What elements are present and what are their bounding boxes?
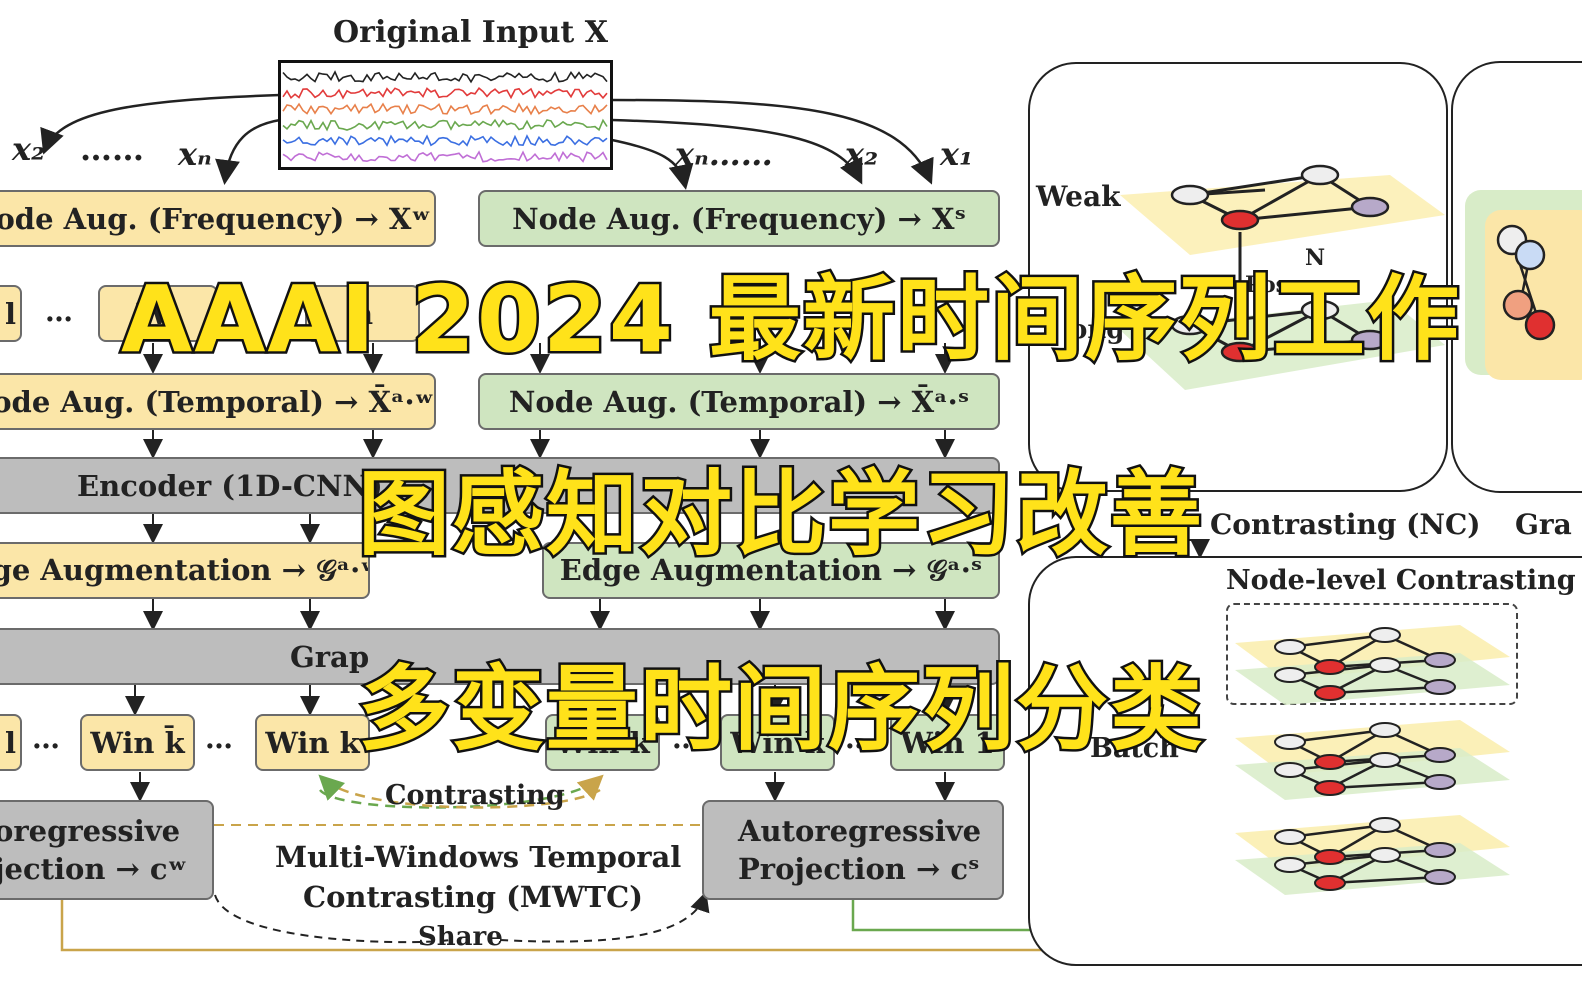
signal-plot — [282, 70, 608, 163]
batch-label: Batch — [1090, 733, 1179, 764]
mwtc-line1: Multi-Windows Temporal — [275, 840, 682, 874]
nl-edge — [1329, 875, 1441, 885]
input-title: Original Input X — [333, 15, 609, 50]
signal-line — [282, 118, 608, 132]
left-win2-c: Win k — [255, 714, 370, 771]
label-xN-left: xₙ — [178, 135, 212, 173]
nl-node — [1274, 639, 1306, 655]
nl-node — [1424, 747, 1456, 763]
nl-edge — [1289, 728, 1386, 744]
nl-node — [1314, 849, 1346, 865]
nl-edge — [1329, 780, 1441, 790]
right-win2-a: Win k — [545, 714, 660, 771]
nl-node — [1314, 659, 1346, 675]
gr-caption: Gra — [1515, 508, 1572, 541]
nl-node — [1369, 657, 1401, 673]
nl-node — [1424, 679, 1456, 695]
signal-line — [282, 134, 608, 148]
nl-node — [1274, 857, 1306, 873]
nl-node — [1274, 667, 1306, 683]
nl-node — [1424, 774, 1456, 790]
right-win2-dots1: … — [672, 722, 700, 755]
right-win2-dots2: … — [845, 722, 873, 755]
nc-caption: Contrasting (NC) — [1210, 508, 1481, 541]
nc-panel — [1028, 62, 1448, 492]
nl-edge — [1289, 823, 1386, 839]
left-win2-dots2: … — [205, 722, 233, 755]
nl-node — [1369, 722, 1401, 738]
nl-node — [1314, 685, 1346, 701]
left-projection-box: oregressive jection → cʷ — [0, 800, 214, 900]
left-proj-line1: oregressive — [0, 814, 181, 848]
input-signal-box — [278, 60, 613, 170]
nc-pos-label: Pos — [1245, 272, 1289, 298]
signal-line — [282, 70, 608, 84]
nl-node — [1314, 754, 1346, 770]
left-win2-b: Win k̄ — [80, 714, 195, 771]
nl-edge — [1289, 633, 1386, 649]
label-x2-right: x₂ — [845, 135, 879, 173]
graph-box: Grap — [0, 628, 1000, 685]
left-win-a: l — [0, 285, 22, 342]
right-win2-b: Win k — [720, 714, 835, 771]
nl-node — [1369, 817, 1401, 833]
label-x2-left: x₂ — [12, 130, 46, 168]
label-x1-right: x₁ — [940, 135, 974, 173]
right-proj-line2: Projection → cˢ — [738, 852, 980, 886]
nl-node — [1274, 734, 1306, 750]
nl-node — [1369, 627, 1401, 643]
contrasting-label: Contrasting — [385, 780, 565, 811]
left-win-dots: … — [45, 295, 73, 328]
right-win2-c: Win 1 — [890, 714, 1005, 771]
left-win2-dots1: … — [32, 722, 60, 755]
mwtc-line2: Contrasting (MWTC) — [303, 880, 643, 914]
left-freq-box: ode Aug. (Frequency) → Xʷ — [0, 190, 436, 247]
label-xN-right: xₙ…… — [675, 135, 773, 173]
label-dots-left: …… — [80, 130, 144, 168]
right-edge-box: Edge Augmentation → 𝒢ᵃ·ˢ — [542, 542, 1000, 599]
share-label: Share — [418, 922, 503, 952]
overlay-title-line1: AAAI 2024 最新时间序列工作 — [119, 264, 1462, 376]
right-projection-box: Autoregressive Projection → cˢ — [702, 800, 1004, 900]
nl-dashed-box — [1226, 603, 1518, 705]
nl-node — [1274, 829, 1306, 845]
nl-node — [1424, 842, 1456, 858]
nl-edge — [1329, 685, 1441, 695]
nl-node — [1369, 752, 1401, 768]
left-temporal-box: ode Aug. (Temporal) → X̄ᵃ·ʷ — [0, 373, 436, 430]
left-win2-a: l — [0, 714, 22, 771]
left-win-c: n — [305, 285, 420, 342]
signal-line — [282, 87, 608, 100]
nc-n-label: N — [1305, 245, 1326, 271]
signal-line — [282, 150, 608, 163]
nl-node — [1314, 780, 1346, 796]
left-proj-line2: jection → cʷ — [0, 852, 187, 886]
nl-node — [1424, 869, 1456, 885]
overlay-title-line3: 多变量时间序列分类 — [355, 654, 1204, 766]
nl-node — [1369, 847, 1401, 863]
nl-node — [1424, 652, 1456, 668]
left-win-b: Wi — [98, 285, 218, 342]
left-edge-box: lge Augmentation → 𝒢ᵃ·ʷ — [0, 542, 370, 599]
nl-node — [1274, 762, 1306, 778]
encoder-box: Encoder (1D-CNN) — [0, 457, 1000, 514]
nc-strong-label: ong — [1070, 315, 1125, 345]
right-temporal-box: Node Aug. (Temporal) → X̄ᵃ·ˢ — [478, 373, 1000, 430]
nl-node — [1314, 875, 1346, 891]
right-freq-box: Node Aug. (Frequency) → Xˢ — [478, 190, 1000, 247]
nc-weak-label: Weak — [1036, 180, 1121, 213]
nl-title: Node-level Contrasting — [1226, 565, 1576, 596]
signal-line — [282, 102, 608, 116]
overlay-title-line2: 图感知对比学习改善 — [355, 459, 1204, 571]
right-proj-line1: Autoregressive — [738, 814, 982, 848]
